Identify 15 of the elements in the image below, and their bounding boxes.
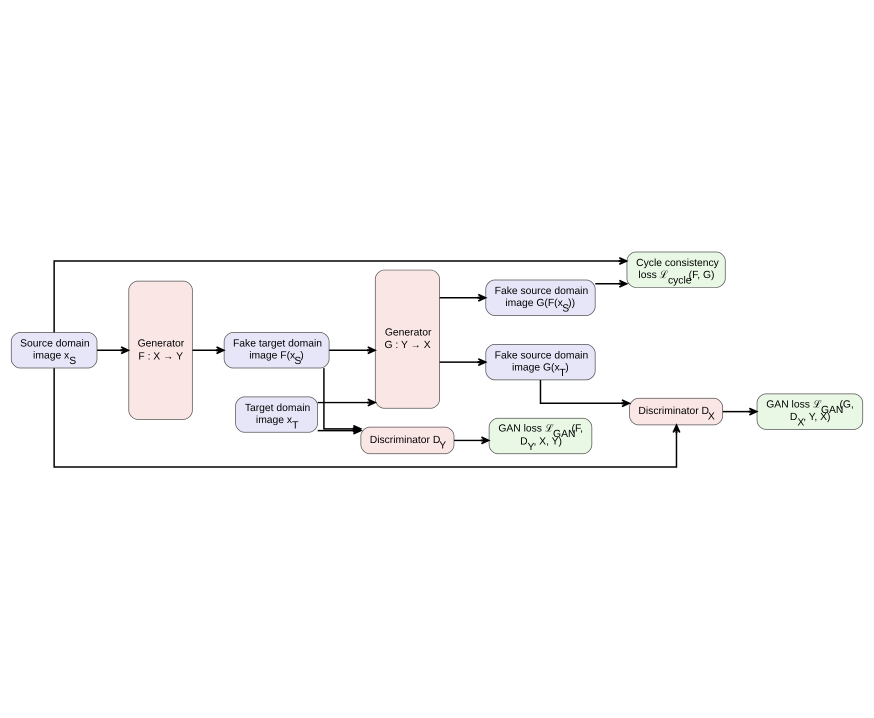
arrow <box>53 256 628 332</box>
arrow <box>440 358 486 366</box>
arrow <box>440 293 486 302</box>
arrow <box>595 279 628 288</box>
arrow <box>192 346 225 354</box>
arrow <box>318 426 362 434</box>
arrow <box>318 398 376 406</box>
arrow <box>329 346 376 354</box>
arrow <box>454 436 490 444</box>
node-box: Generator G : Y → X <box>374 269 440 408</box>
arrow <box>97 346 130 354</box>
arrow <box>540 380 630 407</box>
node-box: Generator F : X → Y <box>128 280 193 420</box>
arrow <box>53 368 681 468</box>
arrow <box>722 407 758 416</box>
